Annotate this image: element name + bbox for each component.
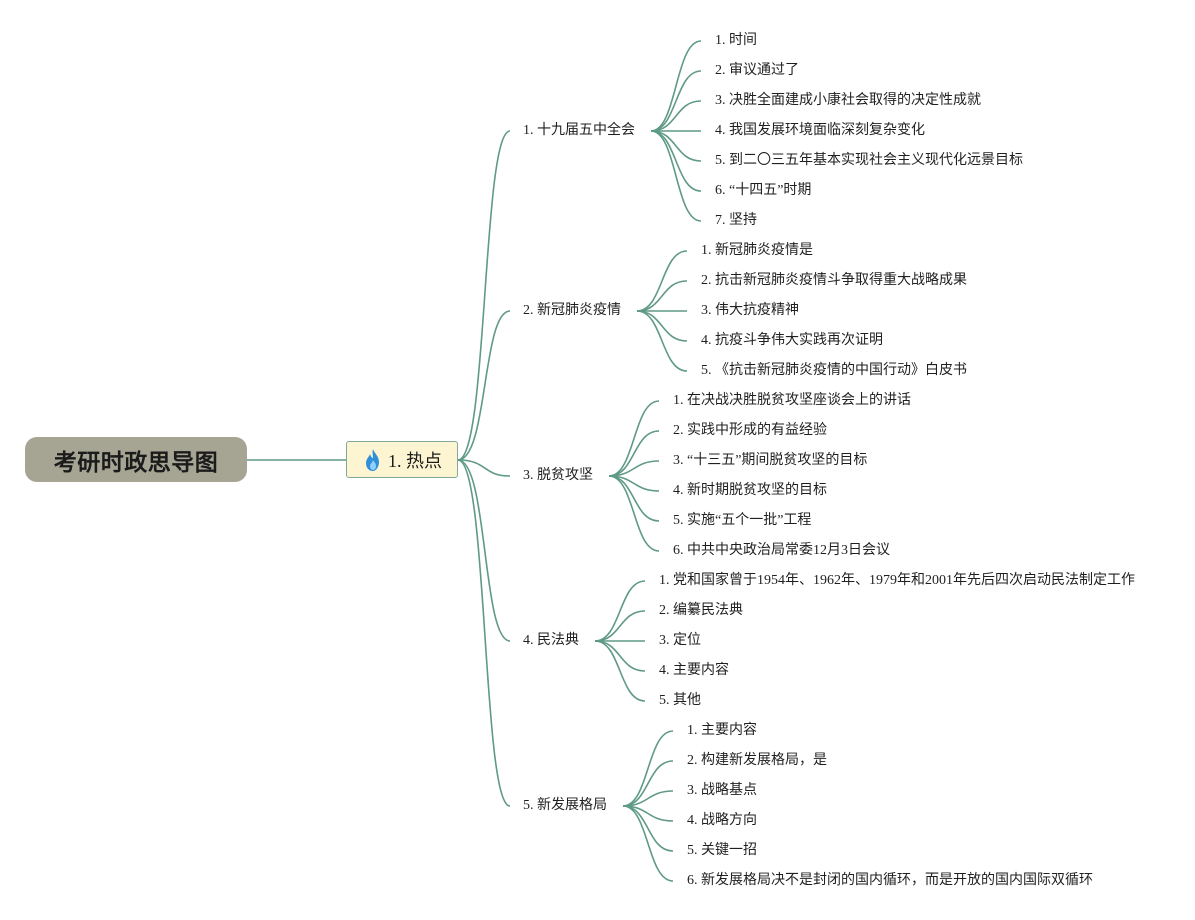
topic-leaf-connector: [650, 40, 702, 132]
topic-leaf-connector: [636, 250, 688, 312]
leaf-label[interactable]: 4. 抗疫斗争伟大实践再次证明: [701, 333, 883, 348]
leaf-label[interactable]: 5. 《抗击新冠肺炎疫情的中国行动》白皮书: [701, 363, 967, 378]
hub-topic-connector: [457, 310, 511, 461]
topic-leaf-connector: [594, 640, 646, 672]
leaf-label[interactable]: 3. 伟大抗疫精神: [701, 303, 799, 318]
leaf-label[interactable]: 1. 党和国家曾于1954年、1962年、1979年和2001年先后四次启动民法…: [659, 573, 1135, 588]
root-node[interactable]: 考研时政思导图: [25, 437, 247, 482]
topic-leaf-connector: [650, 100, 702, 132]
leaf-label[interactable]: 5. 其他: [659, 693, 701, 708]
topic-label[interactable]: 3. 脱贫攻坚: [523, 468, 593, 483]
topic-leaf-connector: [594, 610, 646, 642]
leaf-label[interactable]: 4. 我国发展环境面临深刻复杂变化: [715, 123, 925, 138]
fire-icon: [363, 448, 383, 472]
leaf-label[interactable]: 3. “十三五”期间脱贫攻坚的目标: [673, 453, 868, 468]
leaf-label[interactable]: 4. 战略方向: [687, 813, 757, 828]
leaf-label[interactable]: 2. 实践中形成的有益经验: [673, 423, 827, 438]
leaf-label[interactable]: 5. 到二〇三五年基本实现社会主义现代化远景目标: [715, 153, 1023, 168]
leaf-label[interactable]: 5. 实施“五个一批”工程: [673, 513, 812, 528]
topic-leaf-connector: [608, 475, 660, 552]
leaf-label[interactable]: 2. 抗击新冠肺炎疫情斗争取得重大战略成果: [701, 273, 967, 288]
hub-topic-connector: [457, 459, 511, 807]
leaf-label[interactable]: 3. 战略基点: [687, 783, 757, 798]
hub-label: 1. 热点: [388, 450, 442, 471]
topic-label[interactable]: 5. 新发展格局: [523, 798, 607, 813]
leaf-label[interactable]: 3. 定位: [659, 633, 701, 648]
topic-leaf-connector: [622, 730, 674, 807]
leaf-label[interactable]: 1. 新冠肺炎疫情是: [701, 243, 813, 258]
leaf-label[interactable]: 6. 中共中央政治局常委12月3日会议: [673, 543, 890, 558]
topic-leaf-connector: [650, 130, 702, 162]
leaf-label[interactable]: 6. 新发展格局决不是封闭的国内循环，而是开放的国内国际双循环: [687, 873, 1093, 888]
leaf-label[interactable]: 4. 新时期脱贫攻坚的目标: [673, 483, 827, 498]
topic-leaf-connector: [608, 430, 660, 477]
hub-topic-connector: [457, 459, 511, 477]
topic-leaf-connector: [622, 760, 674, 807]
hub-topic-connector: [457, 459, 511, 642]
leaf-label[interactable]: 1. 时间: [715, 33, 757, 48]
topic-leaf-connector: [636, 310, 688, 372]
leaf-label[interactable]: 1. 主要内容: [687, 723, 757, 738]
leaf-label[interactable]: 2. 编纂民法典: [659, 603, 743, 618]
leaf-label[interactable]: 4. 主要内容: [659, 663, 729, 678]
root-title: 考研时政思导图: [53, 449, 219, 476]
leaf-label[interactable]: 6. “十四五”时期: [715, 183, 812, 198]
topic-leaf-connector: [608, 400, 660, 477]
leaf-label[interactable]: 1. 在决战决胜脱贫攻坚座谈会上的讲话: [673, 393, 911, 408]
topic-label[interactable]: 4. 民法典: [523, 633, 579, 648]
topic-leaf-connector: [650, 130, 702, 192]
leaf-label[interactable]: 3. 决胜全面建成小康社会取得的决定性成就: [715, 93, 981, 108]
leaf-label[interactable]: 2. 构建新发展格局，是: [687, 753, 827, 768]
topic-leaf-connector: [622, 805, 674, 882]
topic-leaf-connector: [636, 310, 688, 342]
topic-leaf-connector: [594, 580, 646, 642]
hub-node-hotspots[interactable]: 1. 热点: [346, 441, 458, 478]
topic-label[interactable]: 2. 新冠肺炎疫情: [523, 303, 621, 318]
leaf-label[interactable]: 5. 关键一招: [687, 843, 757, 858]
topic-label[interactable]: 1. 十九届五中全会: [523, 123, 635, 138]
leaf-label[interactable]: 2. 审议通过了: [715, 63, 799, 78]
hub-topic-connector: [457, 130, 511, 461]
topic-leaf-connector: [636, 280, 688, 312]
topic-leaf-connector: [650, 70, 702, 132]
topic-leaf-connector: [594, 640, 646, 702]
topic-leaf-connector: [650, 130, 702, 222]
leaf-label[interactable]: 7. 坚持: [715, 213, 757, 228]
